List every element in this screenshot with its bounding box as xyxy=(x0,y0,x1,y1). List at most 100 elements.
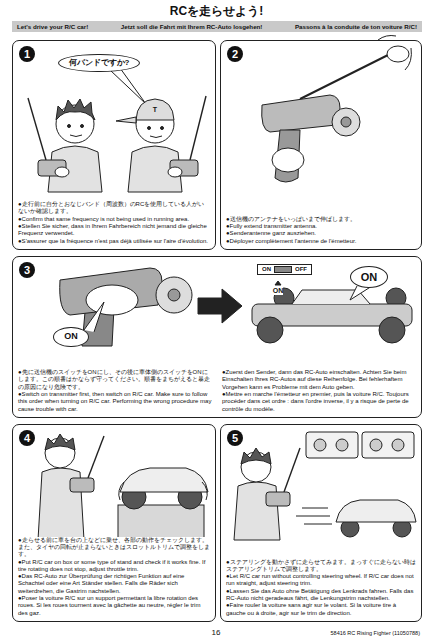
label-text: 5 xyxy=(232,432,238,444)
panel-text: ●ステアリングを動かさずに走らせてみます。まっすぐに走らない時はステアリングトリ… xyxy=(226,559,416,618)
instruction-text: ●Mettre en marche l'émetteur en premier,… xyxy=(222,391,416,413)
switch-inset: ON OFF xyxy=(257,264,312,275)
speech-bubble: ON xyxy=(350,266,389,288)
antenna-illustration xyxy=(262,36,412,183)
switch-on-illustration xyxy=(275,281,281,285)
step-number: 4 xyxy=(19,430,35,446)
boys-illustration xyxy=(70,135,82,137)
bench-test-illustration xyxy=(88,436,104,478)
switch-on-illustration xyxy=(60,268,162,315)
bench-test-illustration xyxy=(45,434,75,450)
page-title: RCを走らせよう! xyxy=(0,4,433,18)
instruction-text: ●Das RC-Auto zur Überprüfung der richtig… xyxy=(18,573,210,595)
boys-illustration xyxy=(148,127,151,130)
label-text: 1 xyxy=(24,48,30,60)
antenna-illustration xyxy=(300,54,390,99)
instruction-text: ●Fully extend transmitter antenna. xyxy=(226,223,416,230)
instruction-text: ●Put R/C car on box or some type of stan… xyxy=(18,559,210,574)
antenna-illustration xyxy=(405,48,411,70)
instruction-text: ●走行前に自分とおなじバンド（周波数）のRCを使用している人がいないか確認します… xyxy=(18,201,210,216)
switch-label: ON xyxy=(273,287,284,295)
instruction-text: ●Switch on transmitter first, then switc… xyxy=(18,391,212,413)
boys-illustration xyxy=(55,167,69,177)
boys-illustration xyxy=(110,68,146,104)
label-text: Passons à la conduite de ton voiture R/C… xyxy=(295,23,417,30)
antenna-illustration xyxy=(387,46,409,62)
run-test-illustration xyxy=(241,448,271,464)
antenna-illustration xyxy=(262,95,340,132)
boys-illustration xyxy=(28,98,46,160)
product-code: 58416 RC Rising Fighter (11050788) xyxy=(331,630,420,636)
bench-test-illustration xyxy=(120,468,208,492)
panel-text: ●走らせる前に車を台の上などに乗せ、各部の動作をチェックします。また、タイヤの回… xyxy=(18,537,210,617)
run-test-illustration xyxy=(392,439,404,451)
instruction-text: ●Lassen Sie das Auto ohne Betätigung des… xyxy=(226,588,416,603)
boys-illustration xyxy=(150,136,162,138)
label-text: ON xyxy=(361,271,378,283)
run-test-illustration xyxy=(302,508,328,509)
bench-test-illustration xyxy=(118,505,204,540)
step-number: 1 xyxy=(19,46,35,62)
step-panel: ●送信機のアンテナをいっぱいまで伸ばします。●Fully extend tran… xyxy=(220,40,422,250)
panel-text: ●走行前に自分とおなじバンド（周波数）のRCを使用している人がいないか確認します… xyxy=(18,201,210,245)
switch-slider xyxy=(274,266,292,273)
instruction-text: ●S'assurer que la fréquence n'est pas dé… xyxy=(18,238,210,245)
antenna-illustration xyxy=(272,148,304,172)
antenna-illustration xyxy=(332,108,360,136)
boys-illustration xyxy=(116,117,136,123)
switch-on-illustration xyxy=(257,317,283,343)
speech-bubble: ON xyxy=(53,327,89,347)
antenna-illustration xyxy=(341,117,351,127)
instruction-text: ●Let R/C car run without controlling ste… xyxy=(226,573,416,588)
boys-illustration xyxy=(161,127,164,130)
instruction-text: ●Confirm that same frequency is not bein… xyxy=(18,216,210,223)
run-test-illustration xyxy=(370,439,382,451)
step-panel: ●先に送信機のスイッチをONにし、その後に車体側のスイッチをONにします。この順… xyxy=(12,256,422,418)
speech-bubble: 何バンドですか? xyxy=(58,54,141,73)
panel-text: ●送信機のアンテナをいっぱいまで伸ばします。●Fully extend tran… xyxy=(226,216,416,245)
bench-test-illustration xyxy=(119,482,124,500)
label-text: 2 xyxy=(232,48,238,60)
label-text: ON xyxy=(64,332,78,342)
run-test-illustration xyxy=(284,448,300,492)
boys-illustration xyxy=(81,125,84,128)
switch-on-illustration xyxy=(379,317,405,343)
switch-on-illustration xyxy=(198,289,242,323)
bench-test-illustration xyxy=(202,482,207,500)
label-text: OFF xyxy=(295,266,307,273)
instruction-text: ●先に送信機のスイッチをONにし、その後に車体側のスイッチをONにします。この順… xyxy=(18,369,212,391)
boys-illustration xyxy=(136,99,174,120)
cap-logo: T xyxy=(153,106,157,114)
instruction-text: ●Senderantenne ganz ausziehen. xyxy=(226,230,416,237)
bench-test-illustration xyxy=(38,434,208,540)
panel-text: ●先に送信機のスイッチをONにし、その後に車体側のスイッチをONにします。この順… xyxy=(18,369,416,413)
boys-illustration xyxy=(28,68,206,192)
switch-on-illustration xyxy=(156,277,192,313)
run-test-illustration xyxy=(234,432,416,540)
boys-illustration xyxy=(190,96,206,160)
run-test-illustration xyxy=(336,500,416,522)
run-test-illustration xyxy=(362,432,414,458)
step-panel: ●走行前に自分とおなじバンド（周波数）のRCを使用している人がいないか確認します… xyxy=(12,40,216,250)
run-test-illustration xyxy=(336,439,348,451)
run-test-illustration xyxy=(266,492,290,506)
boys-illustration xyxy=(168,167,182,177)
label-text: 3 xyxy=(24,264,30,276)
step-number: 2 xyxy=(227,46,243,62)
step-panel: ●ステアリングを動かさずに走らせてみます。まっすぐに走らない時はステアリングトリ… xyxy=(220,424,422,622)
instruction-text: ●走らせる前に車を台の上などに乗せ、各部の動作をチェックします。また、タイヤの回… xyxy=(18,537,210,559)
boys-illustration xyxy=(128,146,182,192)
instruction-text: ●Stellen Sie sicher, dass in Ihrem Fahrb… xyxy=(18,223,210,238)
label-text: 何バンドですか? xyxy=(69,59,130,68)
step-number: 5 xyxy=(227,430,243,446)
switch-on-illustration xyxy=(86,285,138,315)
run-test-illustration xyxy=(314,439,326,451)
instruction-text: ●ステアリングを動かさずに走らせてみます。まっすぐに走らない時はステアリングトリ… xyxy=(226,559,416,574)
label-text: ON xyxy=(262,266,271,273)
instruction-text: ●Zuerst den Sender, dann das RC-Auto ein… xyxy=(222,369,416,391)
label-text: Let's drive your R/C car! xyxy=(17,23,88,30)
run-test-illustration xyxy=(304,524,332,525)
boys-illustration xyxy=(68,125,71,128)
step-number: 3 xyxy=(19,262,35,278)
